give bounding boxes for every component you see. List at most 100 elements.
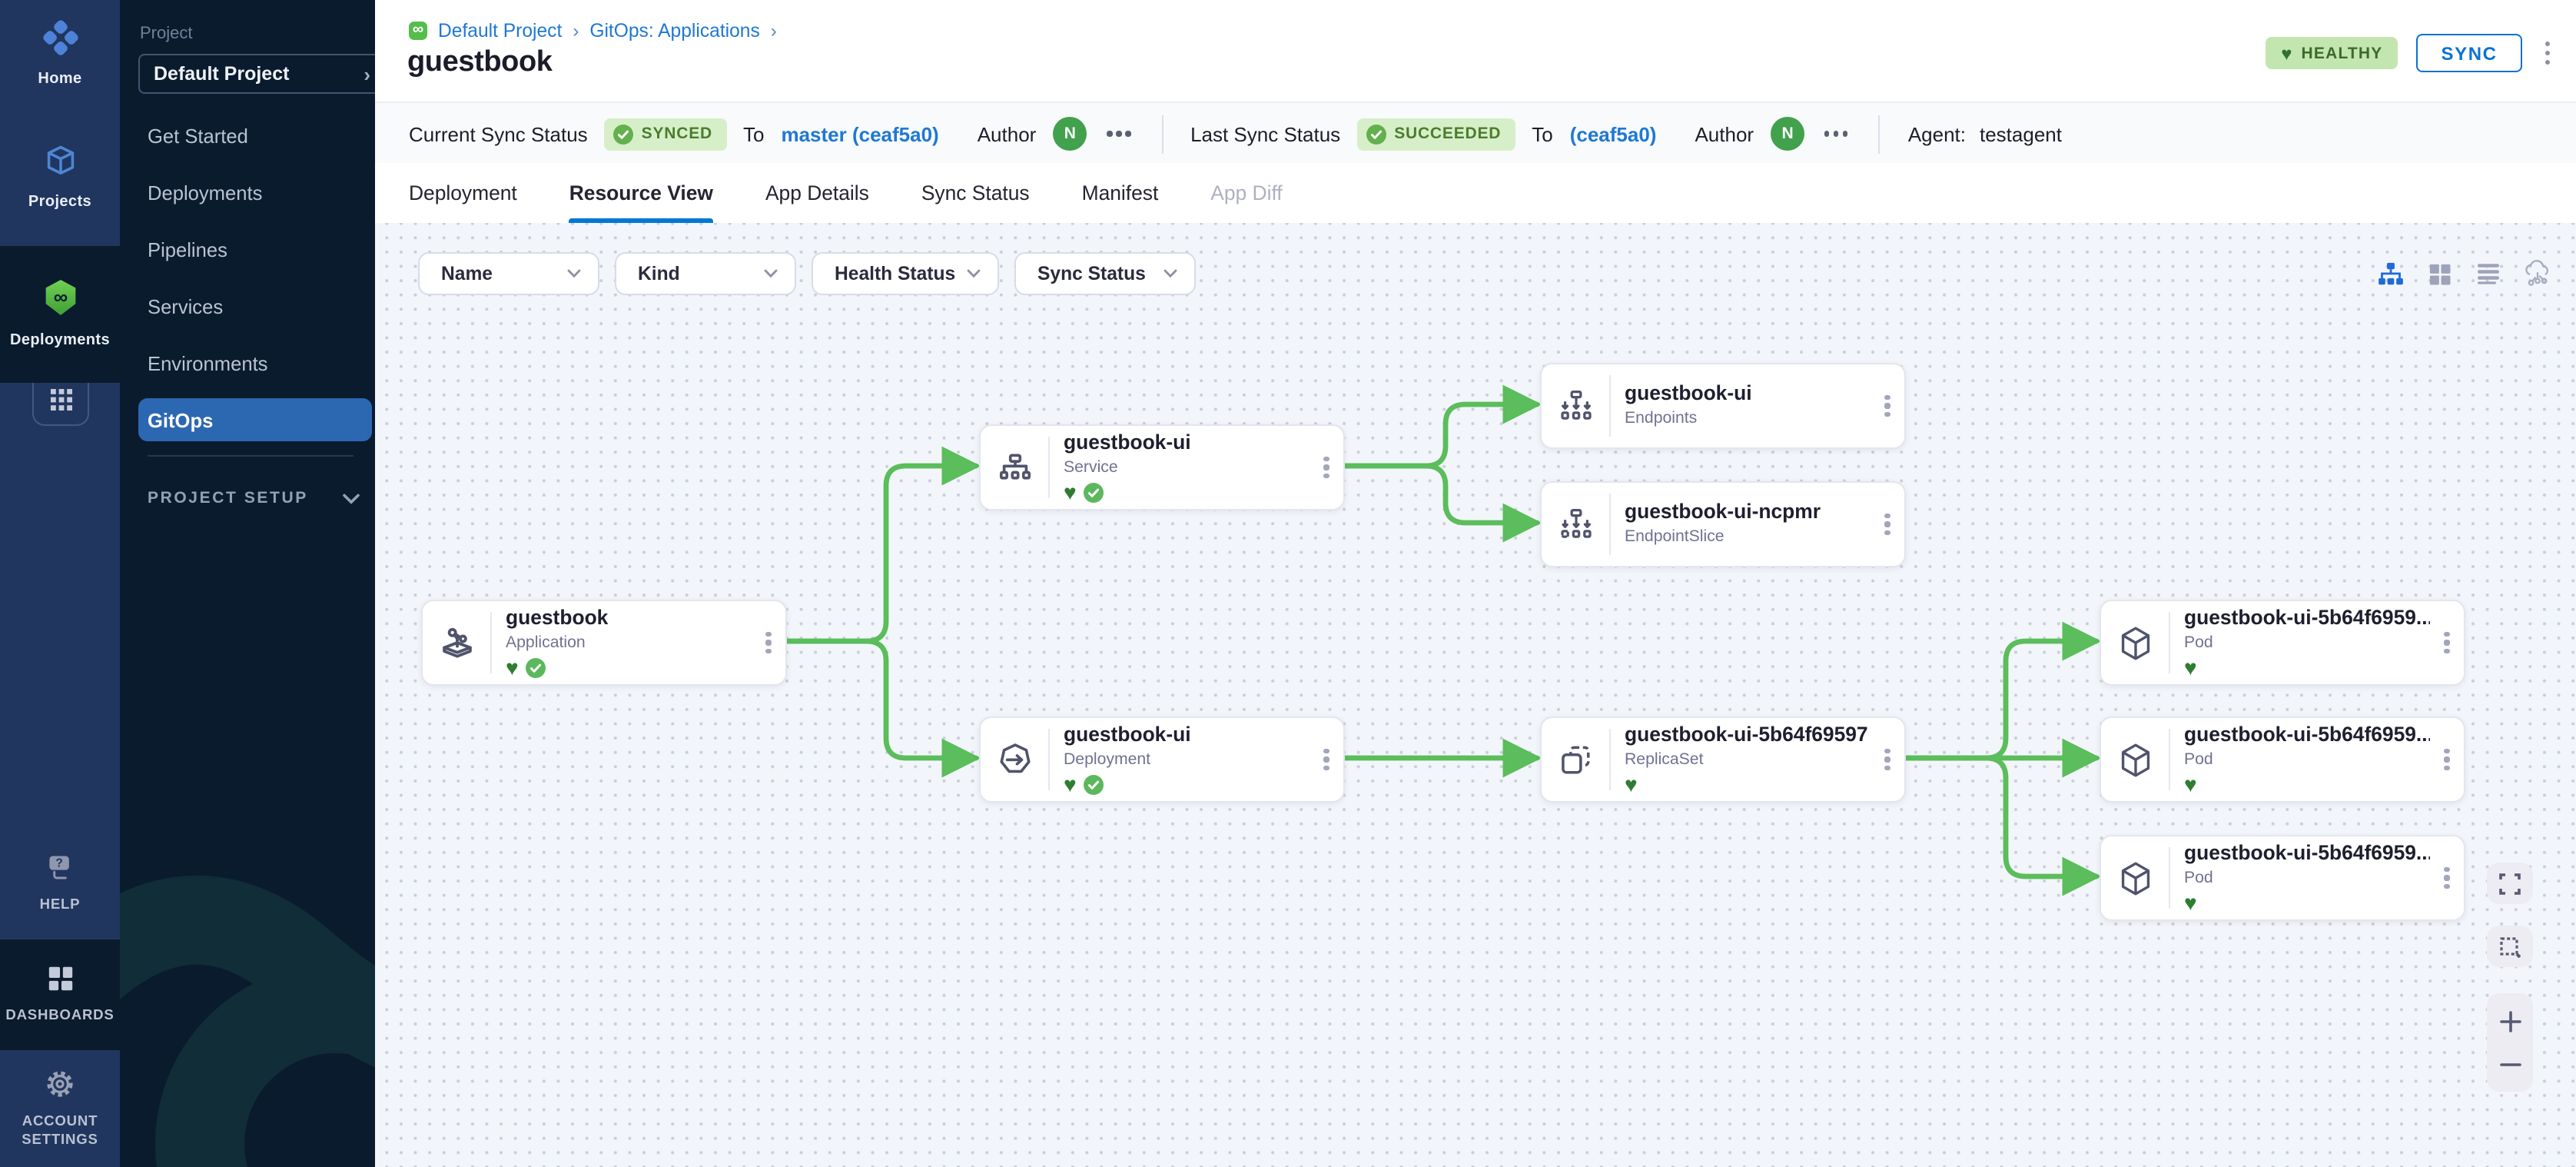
resource-name: guestbook <box>506 606 609 630</box>
filter-sync-status-dropdown[interactable]: Sync Status <box>1014 252 1196 295</box>
zoom-out-icon <box>2499 1062 2521 1066</box>
sync-target-link[interactable]: master (ceaf5a0) <box>781 122 939 145</box>
health-status-badge: ♥ HEALTHY <box>2266 37 2398 69</box>
check-circle-icon <box>613 124 634 144</box>
resource-node-endpoints[interactable]: guestbook-ui Endpoints <box>1540 363 1906 449</box>
chevron-down-icon <box>567 269 581 278</box>
grid-view-icon[interactable] <box>2425 260 2453 288</box>
kebab-menu-icon[interactable] <box>1871 718 1904 801</box>
healthy-heart-icon: ♥ <box>2184 771 2197 796</box>
panel-divider <box>148 455 354 457</box>
project-setup-toggle[interactable]: PROJECT SETUP <box>148 484 360 512</box>
resource-edges <box>781 384 2102 896</box>
divider <box>1878 115 1881 153</box>
breadcrumb-link-project[interactable]: Default Project <box>438 20 563 42</box>
zoom-controls <box>2487 993 2533 1092</box>
resource-name: guestbook-ui-5b64f6959... <box>2184 606 2430 630</box>
healthy-heart-icon: ♥ <box>1625 771 1638 796</box>
chevron-down-icon <box>967 269 981 278</box>
project-selector[interactable]: Default Project › <box>138 54 375 94</box>
status-label: Last Sync Status <box>1190 122 1341 145</box>
resource-status-icons: ♥ <box>2184 773 2430 796</box>
main-content: ∞ Default Project › GitOps: Applications… <box>375 0 2576 1167</box>
page-title: guestbook <box>407 46 553 78</box>
resource-node-pod[interactable]: guestbook-ui-5b64f6959... Pod ♥ <box>2100 716 2465 803</box>
filter-bar: Name Kind Health Status Sync Status <box>418 252 1196 295</box>
tab-resource-view[interactable]: Resource View <box>569 163 713 223</box>
kebab-menu-icon[interactable] <box>1871 483 1904 566</box>
deployment-icon <box>981 718 1048 801</box>
sync-button[interactable]: SYNC <box>2416 34 2522 72</box>
resource-name: guestbook-ui-5b64f6959... <box>2184 723 2430 746</box>
sidebar-item-services[interactable]: Services <box>148 295 224 318</box>
resource-name: guestbook-ui-5b64f6959... <box>2184 841 2430 865</box>
sidebar-item-pipelines[interactable]: Pipelines <box>148 238 227 261</box>
module-picker-button[interactable] <box>32 383 89 426</box>
filter-name-dropdown[interactable]: Name <box>418 252 599 295</box>
select-area-button[interactable] <box>2487 926 2533 967</box>
tab-app-diff: App Diff <box>1210 181 1283 204</box>
tab-app-details[interactable]: App Details <box>765 181 869 204</box>
check-circle-icon <box>1084 774 1104 795</box>
kebab-menu-icon[interactable] <box>2430 601 2464 684</box>
resource-node-application[interactable]: guestbook Application ♥ <box>421 600 787 686</box>
resource-node-pod[interactable]: guestbook-ui-5b64f6959... Pod ♥ <box>2100 835 2465 921</box>
resource-node-endpointslice[interactable]: guestbook-ui-ncpmr EndpointSlice <box>1540 481 1906 567</box>
sidebar-item-deployments[interactable]: Deployments <box>148 181 263 204</box>
check-circle-icon <box>1084 482 1104 503</box>
tab-manifest[interactable]: Manifest <box>1081 181 1159 204</box>
kebab-menu-icon[interactable] <box>752 601 785 684</box>
zoom-out-button[interactable] <box>2487 1046 2533 1082</box>
check-circle-icon <box>1366 124 1387 144</box>
filter-kind-dropdown[interactable]: Kind <box>615 252 796 295</box>
breadcrumb-link-gitops-applications[interactable]: GitOps: Applications <box>589 20 760 42</box>
check-circle-icon <box>526 657 546 678</box>
tab-sync-status[interactable]: Sync Status <box>921 181 1030 204</box>
dashboards-icon <box>45 964 75 1001</box>
fit-view-button[interactable] <box>2487 863 2533 904</box>
tree-view-icon-active[interactable] <box>2376 260 2404 288</box>
network-view-icon[interactable] <box>2524 260 2551 288</box>
rail-item-account-settings[interactable]: ACCOUNT SETTINGS <box>0 1050 120 1167</box>
rail-item-deployments[interactable]: ∞ Deployments <box>0 246 120 383</box>
kebab-menu-icon[interactable] <box>1310 718 1343 801</box>
divider <box>2169 612 2170 673</box>
resource-kind: Deployment <box>1064 750 1151 769</box>
resource-name: guestbook-ui-5b64f69597 <box>1625 723 1868 746</box>
divider <box>1609 729 1611 790</box>
resource-node-deployment[interactable]: guestbook-ui Deployment ♥ <box>979 716 1345 803</box>
divider <box>1048 437 1050 498</box>
sync-target-link[interactable]: (ceaf5a0) <box>1569 122 1657 145</box>
kebab-menu-icon[interactable] <box>2430 718 2464 801</box>
more-icon[interactable] <box>1821 125 1851 143</box>
app-kebab-menu-icon[interactable] <box>2541 37 2554 68</box>
rail-item-help[interactable]: ? HELP <box>0 840 120 926</box>
succeeded-badge: SUCCEEDED <box>1357 118 1515 150</box>
heart-icon: ♥ <box>2281 42 2292 64</box>
sidebar-item-get-started[interactable]: Get Started <box>148 125 248 148</box>
resource-node-pod[interactable]: guestbook-ui-5b64f6959... Pod ♥ <box>2100 600 2465 686</box>
divider <box>2169 729 2170 790</box>
rail-item-home[interactable]: Home <box>0 0 120 108</box>
edge-rs-pod3 <box>1900 755 2102 896</box>
list-view-icon[interactable] <box>2475 260 2502 288</box>
resource-kind: Pod <box>2184 868 2213 887</box>
zoom-in-button[interactable] <box>2487 1002 2533 1039</box>
pod-icon <box>2101 836 2169 919</box>
resource-kind: Application <box>506 633 586 652</box>
resource-node-replicaset[interactable]: guestbook-ui-5b64f69597 ReplicaSet ♥ <box>1540 716 1906 803</box>
kebab-menu-icon[interactable] <box>2430 836 2464 919</box>
resource-canvas[interactable]: Name Kind Health Status Sync Status guestbo… <box>375 223 2576 1167</box>
more-icon[interactable] <box>1104 125 1134 143</box>
rail-item-dashboards[interactable]: DASHBOARDS <box>0 939 120 1050</box>
tab-deployment[interactable]: Deployment <box>409 181 517 204</box>
breadcrumb: ∞ Default Project › GitOps: Applications… <box>409 20 777 42</box>
resource-node-service[interactable]: guestbook-ui Service ♥ <box>979 424 1345 510</box>
sidebar-item-environments[interactable]: Environments <box>148 352 268 375</box>
rail-item-projects[interactable]: Projects <box>0 108 120 246</box>
sidebar-item-gitops[interactable]: GitOps <box>120 392 375 449</box>
kebab-menu-icon[interactable] <box>1310 426 1343 509</box>
agent-value: testagent <box>1980 122 2062 145</box>
kebab-menu-icon[interactable] <box>1871 364 1904 447</box>
filter-health-status-dropdown[interactable]: Health Status <box>812 252 999 295</box>
